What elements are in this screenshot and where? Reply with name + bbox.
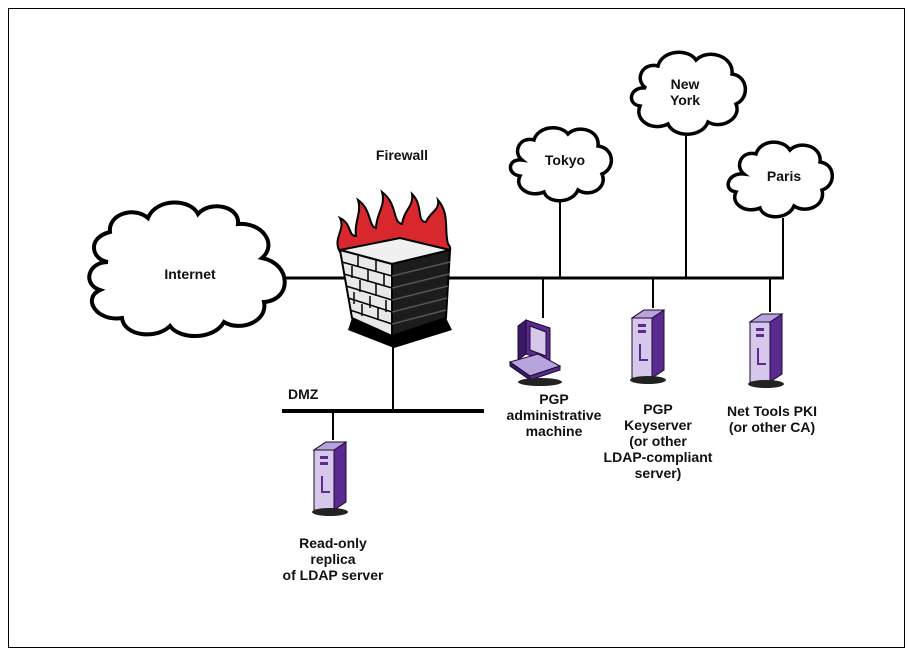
paris-cloud (726, 140, 834, 219)
firewall-label: Firewall (375, 147, 429, 163)
firewall-icon (336, 189, 452, 348)
internet-label: Internet (164, 266, 216, 282)
tokyo-label: Tokyo (544, 152, 586, 168)
net-tools-pki-label: Net Tools PKI (or other CA) (727, 403, 817, 435)
pgp-keyserver-icon (629, 309, 667, 385)
dmz-label: DMZ (288, 386, 319, 402)
internet-cloud (87, 200, 287, 339)
new-york-cloud (629, 50, 747, 136)
replica-server-icon (311, 441, 349, 517)
new-york-label: New York (669, 76, 701, 108)
network-diagram (87, 50, 834, 517)
pgp-admin-label: PGP administrative machine (506, 391, 602, 439)
network-lines (268, 136, 784, 440)
replica-label: Read-only replica of LDAP server (282, 535, 384, 583)
paris-label: Paris (766, 168, 802, 184)
tokyo-cloud (508, 126, 613, 203)
pgp-keyserver-label: PGP Keyserver (or other LDAP-compliant s… (603, 401, 713, 481)
pgp-admin-workstation-icon (508, 319, 562, 386)
net-tools-pki-server-icon (747, 313, 785, 389)
